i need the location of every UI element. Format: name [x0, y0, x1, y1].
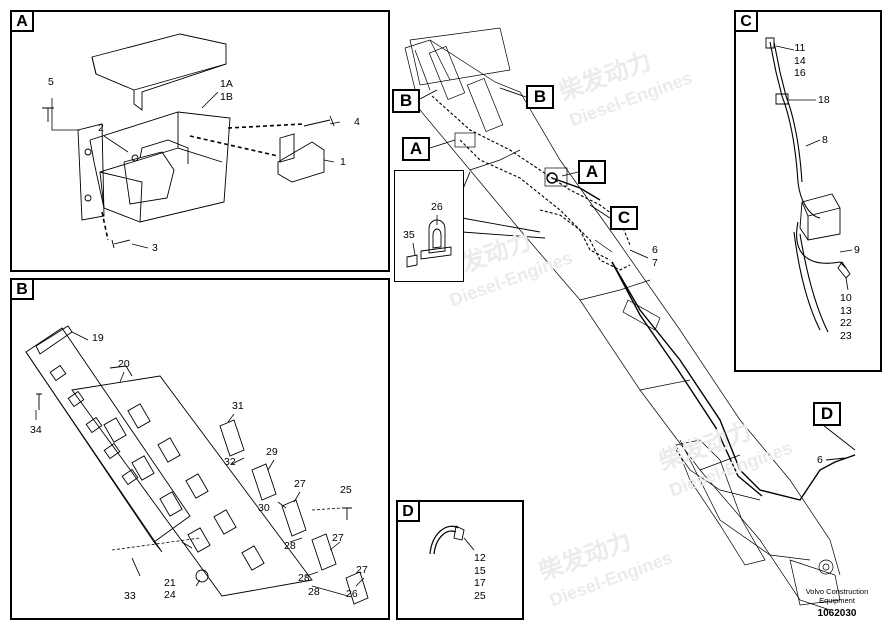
detail-panel-a: A: [10, 10, 390, 272]
part-number: 16: [794, 67, 806, 79]
part-number: 10: [840, 292, 852, 304]
panel-c-drawing: [765, 37, 853, 333]
part-number-group: 1A 1B: [220, 78, 233, 103]
callout-d: D: [813, 402, 841, 426]
part-number: 28: [284, 540, 296, 552]
part-number: 3: [152, 242, 158, 254]
part-number: 30: [258, 502, 270, 514]
part-number: 13: [840, 304, 852, 317]
part-number: 11: [794, 42, 806, 54]
part-number: 35: [403, 229, 415, 241]
part-number: 18: [818, 94, 830, 106]
part-number: 28: [308, 586, 320, 598]
callout-b: B: [392, 89, 420, 113]
part-number: 26: [431, 201, 443, 213]
detail-panel-c: C 11 14 1: [734, 10, 882, 372]
part-number: 12: [474, 552, 486, 564]
detail-panel-b: B: [10, 278, 390, 620]
company-name: Volvo Construction: [805, 587, 869, 596]
clamp-drawing: [406, 215, 452, 268]
part-number: 24: [164, 589, 176, 601]
part-number: 31: [232, 400, 244, 412]
part-number: 27: [332, 532, 344, 544]
part-number: 27: [356, 564, 368, 576]
part-number-group: 11 14 16: [794, 42, 806, 80]
part-number: 26: [346, 588, 358, 600]
part-number: 1B: [220, 90, 233, 103]
part-number: 19: [92, 332, 104, 344]
part-number: 1A: [220, 78, 233, 90]
panel-tag-b: B: [10, 278, 34, 300]
part-number: 25: [474, 589, 486, 602]
part-number: 33: [124, 590, 136, 602]
panel-tag-a: A: [10, 10, 34, 32]
part-number-group: 10 13 22 23: [840, 292, 852, 342]
part-number: 20: [118, 358, 130, 370]
callout-c: C: [610, 206, 638, 230]
callout-a: A: [578, 160, 606, 184]
part-number: 8: [822, 134, 828, 146]
company-dept: Equipment: [819, 596, 855, 605]
part-number: 23: [840, 329, 852, 342]
callout-a: A: [402, 137, 430, 161]
panel-a-drawing: [42, 33, 341, 249]
panel-b-drawing: [25, 325, 369, 605]
part-number: 34: [30, 424, 42, 436]
part-number: 27: [294, 478, 306, 490]
part-number: 9: [854, 244, 860, 256]
drawing-id: 1062030: [817, 608, 857, 619]
part-number: 6: [652, 244, 658, 256]
part-number: 14: [794, 54, 806, 67]
part-number: 25: [340, 484, 352, 496]
panel-tag-d: D: [396, 500, 420, 522]
part-number: 6: [817, 454, 823, 466]
drawing-footer: Volvo Construction Equipment 1062030: [792, 587, 882, 619]
part-number: 7: [652, 256, 658, 269]
part-number: 22: [840, 317, 852, 329]
panel-d-drawing: [429, 525, 475, 555]
detail-box-clamp: 26 35: [394, 170, 464, 282]
detail-panel-d: D 12 15 17 25: [396, 500, 524, 620]
part-number: 17: [474, 577, 486, 589]
part-number-group: 12 15 17 25: [474, 552, 486, 602]
part-number: 28: [298, 572, 310, 584]
part-number: 5: [48, 76, 54, 88]
part-number: 32: [224, 456, 236, 468]
part-number: 2: [98, 122, 104, 134]
callout-b: B: [526, 85, 554, 109]
part-number: 29: [266, 446, 278, 458]
panel-tag-c: C: [734, 10, 758, 32]
part-number: 4: [354, 116, 360, 128]
part-number: 1: [340, 156, 346, 168]
part-number: 15: [474, 564, 486, 577]
part-number: 21: [164, 577, 176, 589]
part-number-group: 6 7: [652, 244, 658, 269]
